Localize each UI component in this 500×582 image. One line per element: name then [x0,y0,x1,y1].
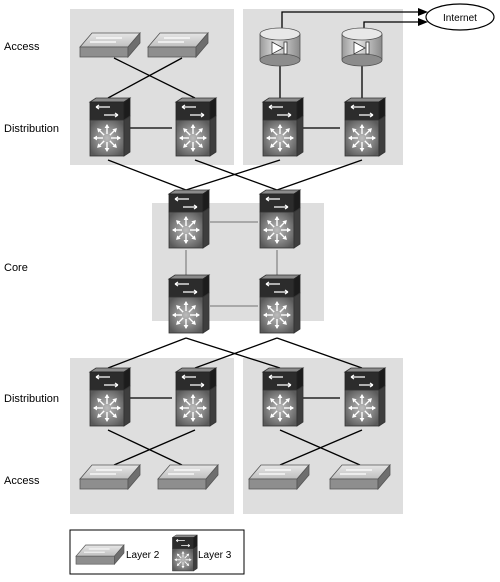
switch-icon[interactable] [157,463,219,491]
tier-label-access: Access [4,475,40,487]
bottom-access-switches [79,463,391,491]
legend-layer3-label: Layer 3 [198,550,232,561]
multilayer-switch-icon [171,534,199,572]
multilayer-switch-icon[interactable] [167,189,211,249]
multilayer-switch-icon[interactable] [167,274,211,334]
edge-routers [259,27,383,67]
arrow-head-icon [418,8,428,16]
multilayer-switch-icon[interactable] [343,367,387,427]
switch-icon[interactable] [329,463,391,491]
switch-icon[interactable] [248,463,310,491]
switch-icon [75,544,125,566]
multilayer-switch-icon[interactable] [88,367,132,427]
switch-icon[interactable] [79,463,141,491]
internet-cloud[interactable]: Internet [425,3,495,31]
legend-layer2-label: Layer 2 [126,550,160,561]
legend: Layer 2 Layer 3 [69,529,245,575]
router-icon[interactable] [259,27,301,67]
multilayer-switch-icon[interactable] [88,97,132,157]
arrow-head-icon [418,18,428,26]
router-icon[interactable] [341,27,383,67]
tier-label-access: Access [4,41,40,53]
multilayer-switch-icon[interactable] [258,189,302,249]
top-access-switches [79,31,209,59]
switch-icon[interactable] [79,31,141,59]
core-links [185,221,278,307]
multilayer-switch-icon[interactable] [174,367,218,427]
layer3-switches [88,97,387,427]
multilayer-switch-icon[interactable] [174,97,218,157]
multilayer-switch-icon[interactable] [343,97,387,157]
cloud-icon [425,3,495,31]
multilayer-switch-icon[interactable] [261,367,305,427]
tier-label-core: Core [4,262,28,274]
multilayer-switch-icon[interactable] [171,534,199,572]
switch-icon[interactable] [147,31,209,59]
multilayer-switch-icon[interactable] [258,274,302,334]
cloud-label: Internet [443,13,477,24]
tier-label-distribution: Distribution [4,123,60,135]
multilayer-switch-icon[interactable] [261,97,305,157]
tier-label-distribution: Distribution [4,393,60,405]
links [107,11,420,466]
